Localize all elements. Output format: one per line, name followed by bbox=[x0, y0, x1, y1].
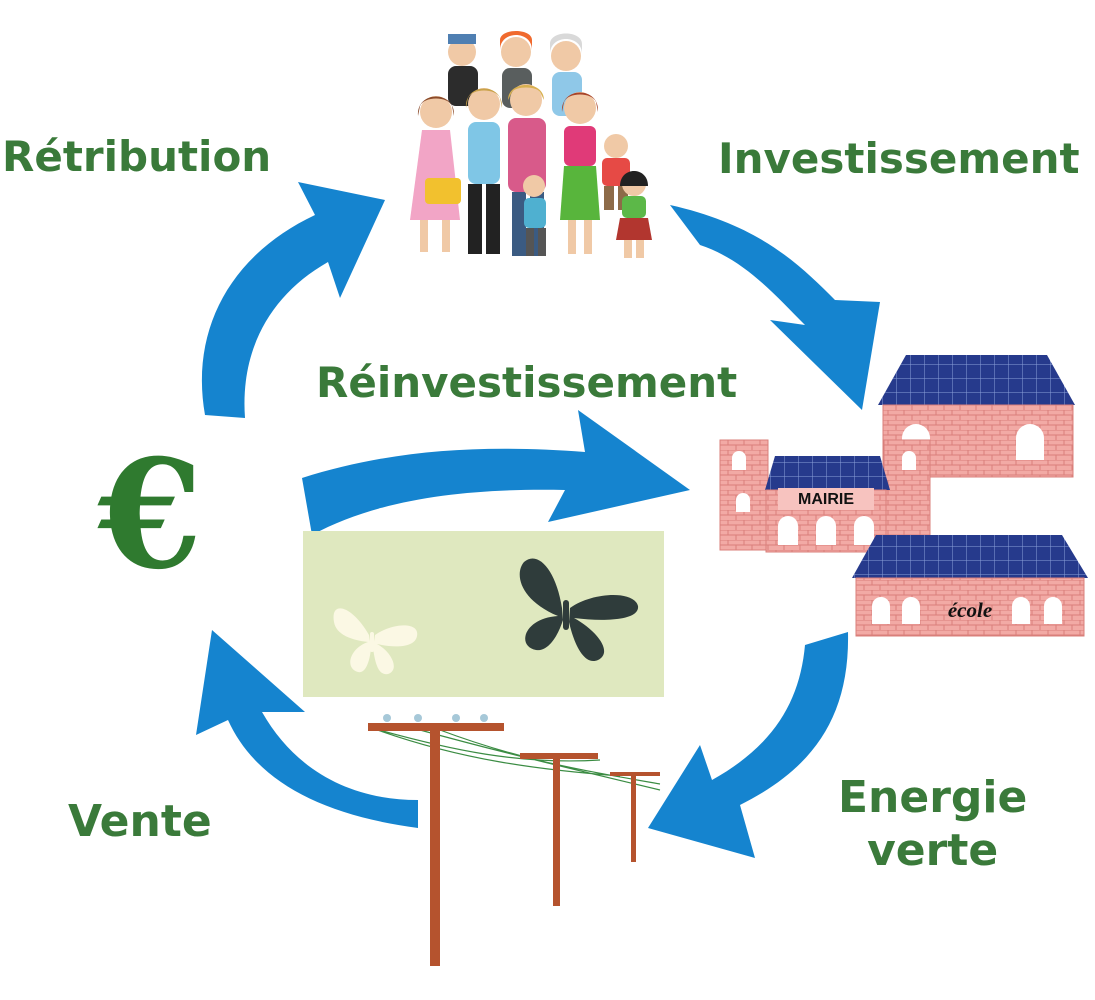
power-line-icon bbox=[368, 714, 661, 966]
arrow-reinvestissement bbox=[302, 410, 690, 535]
label-investissement: Investissement bbox=[718, 134, 1080, 183]
label-energie-verte: Energie verte bbox=[838, 772, 1027, 878]
label-retribution: Rétribution bbox=[2, 132, 272, 181]
label-vente: Vente bbox=[68, 796, 212, 847]
people-group-icon bbox=[410, 31, 652, 258]
ecole-sign: école bbox=[947, 598, 993, 622]
arrow-energie bbox=[648, 632, 849, 858]
arrow-retribution bbox=[201, 182, 385, 418]
ecole-building-icon bbox=[852, 535, 1088, 637]
butterfly-panel bbox=[303, 531, 664, 697]
arrow-investissement bbox=[670, 205, 880, 410]
label-reinvestissement: Réinvestissement bbox=[316, 358, 738, 407]
arrow-vente bbox=[196, 630, 418, 828]
label-energie-line2: verte bbox=[867, 824, 999, 876]
mairie-sign: MAIRIE bbox=[798, 491, 854, 508]
label-energie-line1: Energie bbox=[838, 772, 1028, 823]
euro-symbol: € bbox=[98, 427, 203, 603]
mairie-building-icon bbox=[719, 439, 931, 553]
butterfly-icon bbox=[519, 558, 639, 662]
butterfly-icon bbox=[333, 608, 418, 675]
